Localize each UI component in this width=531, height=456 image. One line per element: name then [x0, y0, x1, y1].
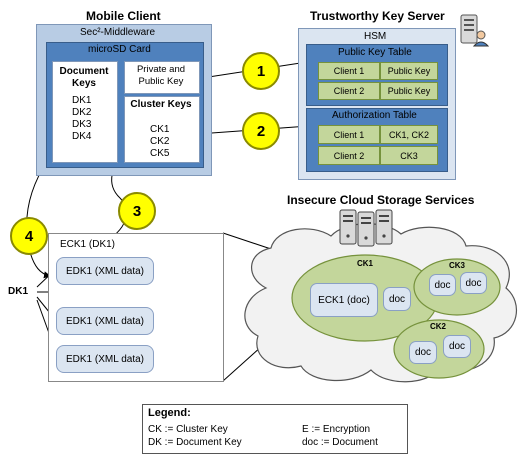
xml-data-entry: EDK1 (XML data): [56, 307, 154, 335]
cluster-ck1-label: CK1: [357, 259, 374, 268]
step-4-badge: 4: [10, 217, 48, 255]
private-public-key-label: Private and Public Key: [136, 64, 186, 87]
xml-data-entry: EDK1 (XML data): [56, 345, 154, 373]
legend-entry: DK := Document Key: [148, 437, 242, 448]
cloud-doc-box: ECK1 (doc): [310, 283, 378, 317]
xml-data-entry: EDK1 (XML data): [56, 257, 154, 285]
cloud-doc-box: doc: [460, 272, 487, 294]
legend-entry: E := Encryption: [302, 424, 371, 435]
cluster-keys-box: [124, 96, 200, 163]
public-key-table-title: Public Key Table: [338, 47, 412, 58]
legend-entry: CK := Cluster Key: [148, 424, 228, 435]
legend-box: [142, 404, 408, 454]
cluster-keys-title: Cluster Keys: [130, 99, 192, 110]
step-2-badge: 2: [242, 112, 280, 150]
cloud-title: Insecure Cloud Storage Services: [287, 193, 475, 207]
authorization-cell: CK1, CK2: [380, 125, 438, 144]
public-key-cell: Public Key: [380, 82, 438, 100]
server-user-icon: [460, 14, 489, 47]
cluster-key-item: CK1: [150, 124, 170, 135]
private-public-key-box: [124, 61, 200, 94]
cluster-ck2-label: CK2: [430, 322, 447, 331]
document-key-item: DK4: [72, 131, 92, 142]
cloud-doc-box: doc: [383, 287, 411, 311]
public-key-cell: Public Key: [380, 62, 438, 80]
key-server-title: Trustworthy Key Server: [310, 9, 445, 23]
middleware-label: Sec²-Middleware: [80, 27, 156, 38]
authorization-cell: Client 2: [318, 146, 380, 165]
document-key-item: DK2: [72, 107, 92, 118]
document-keys-title: Document Keys: [59, 66, 109, 89]
cluster-key-item: CK5: [150, 148, 170, 159]
microsd-label: microSD Card: [88, 44, 151, 55]
cloud-doc-box: doc: [443, 335, 471, 358]
authorization-table-title: Authorization Table: [332, 110, 417, 121]
step-3-badge: 3: [118, 192, 156, 230]
public-key-cell: Client 1: [318, 62, 380, 80]
hsm-label: HSM: [364, 31, 387, 42]
cluster-ck3-label: CK3: [449, 261, 466, 270]
document-keys-box: [52, 61, 118, 163]
document-header: ECK1 (DK1): [60, 239, 116, 250]
public-key-cell: Client 2: [318, 82, 380, 100]
legend-entry: doc := Document: [302, 437, 378, 448]
step-1-badge: 1: [242, 52, 280, 90]
cloud-servers-icon: [339, 209, 393, 247]
cloud-doc-box: doc: [429, 274, 456, 296]
authorization-cell: CK3: [380, 146, 438, 165]
dk1-label: DK1: [8, 286, 29, 297]
cluster-key-item: CK2: [150, 136, 170, 147]
document-key-item: DK1: [72, 95, 92, 106]
legend-title: Legend:: [148, 407, 191, 419]
document-key-item: DK3: [72, 119, 92, 130]
cloud-doc-box: doc: [409, 341, 437, 364]
mobile-client-title: Mobile Client: [86, 9, 161, 23]
authorization-cell: Client 1: [318, 125, 380, 144]
